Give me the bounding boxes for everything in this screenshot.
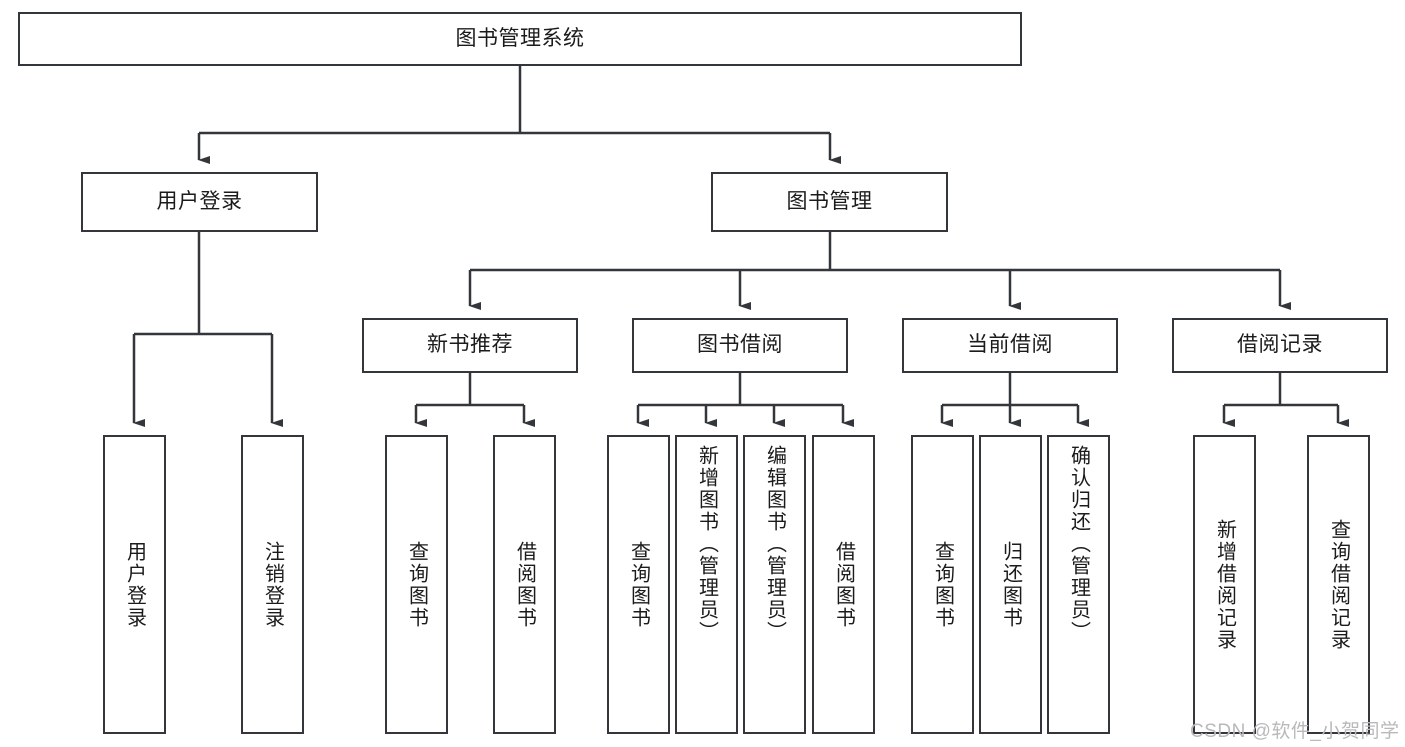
node-label: 新增借阅记录	[1213, 518, 1236, 651]
leaf-query-borrow-record[interactable]: 查询借阅记录	[1307, 435, 1370, 734]
node-label: 借阅记录	[1237, 333, 1323, 357]
node-label: 借阅图书	[513, 540, 536, 629]
leaf-query-book-current[interactable]: 查询图书	[911, 435, 974, 734]
node-book-management[interactable]: 图书管理	[711, 172, 948, 232]
node-label: 查询图书	[931, 540, 954, 629]
node-label: 用户登录	[156, 189, 243, 213]
leaf-query-book-borrow[interactable]: 查询图书	[607, 435, 670, 734]
node-label: 查询图书	[627, 540, 650, 629]
node-label: 借阅图书	[832, 540, 855, 629]
node-label: 新增图书（管理员）	[695, 445, 718, 643]
leaf-add-book-admin[interactable]: 新增图书（管理员）	[675, 435, 738, 734]
node-label: 用户登录	[123, 540, 146, 629]
leaf-query-book-recommend[interactable]: 查询图书	[385, 435, 448, 734]
leaf-logout[interactable]: 注销登录	[241, 435, 304, 734]
leaf-user-login[interactable]: 用户登录	[103, 435, 166, 734]
node-borrow-record[interactable]: 借阅记录	[1172, 318, 1388, 373]
node-label: 图书管理	[786, 189, 873, 213]
leaf-borrow-book-recommend[interactable]: 借阅图书	[493, 435, 556, 734]
node-label: 编辑图书（管理员）	[763, 445, 786, 643]
node-label: 图书借阅	[697, 333, 783, 357]
node-root[interactable]: 图书管理系统	[18, 12, 1022, 66]
csdn-watermark: CSDN @软件_小贺同学	[1190, 721, 1400, 742]
node-label: 查询图书	[405, 540, 428, 629]
leaf-add-borrow-record[interactable]: 新增借阅记录	[1193, 435, 1256, 734]
node-label: 归还图书	[999, 540, 1022, 629]
leaf-edit-book-admin[interactable]: 编辑图书（管理员）	[743, 435, 806, 734]
leaf-return-book[interactable]: 归还图书	[979, 435, 1042, 734]
node-label: 查询借阅记录	[1327, 518, 1350, 651]
node-label: 确认归还（管理员）	[1067, 445, 1090, 643]
leaf-confirm-return-admin[interactable]: 确认归还（管理员）	[1047, 435, 1110, 734]
leaf-borrow-book[interactable]: 借阅图书	[812, 435, 875, 734]
node-new-book-recommend[interactable]: 新书推荐	[362, 318, 578, 373]
node-label: 新书推荐	[427, 333, 513, 357]
node-label: 注销登录	[261, 540, 284, 629]
node-label: 图书管理系统	[455, 26, 585, 50]
node-user-login[interactable]: 用户登录	[81, 172, 318, 232]
node-book-borrow[interactable]: 图书借阅	[632, 318, 848, 373]
node-current-borrow[interactable]: 当前借阅	[902, 318, 1118, 373]
node-label: 当前借阅	[967, 333, 1053, 357]
